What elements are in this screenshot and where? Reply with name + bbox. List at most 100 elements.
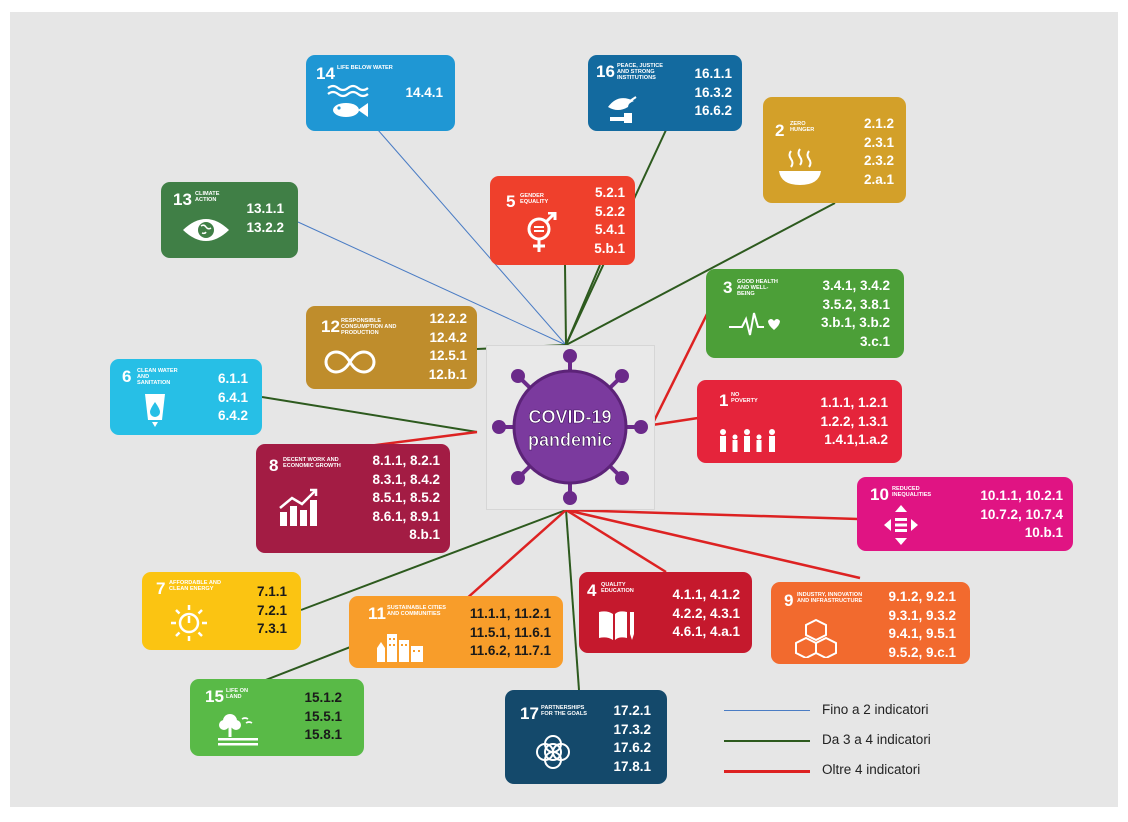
sdg-number: 10 — [870, 485, 889, 504]
indicator-code: 11.1.1, 11.2.1 — [469, 606, 551, 621]
connector-g10 — [565, 508, 859, 521]
sdg-number: 3 — [723, 278, 733, 297]
sdg-number: 11 — [368, 604, 386, 623]
sdg-card-13: 13 Climate action 13.1.1 13.2.2 — [161, 182, 298, 258]
indicator-code: 4.1.1, 4.1.2 — [672, 587, 740, 602]
sdg-card-9: 9 Industry, innovation and infrastructur… — [771, 582, 970, 664]
indicator-code: 12.5.1 — [429, 348, 467, 363]
dove-icon — [608, 96, 637, 123]
indicator-code: 2.1.2 — [863, 116, 894, 131]
gender-icon — [527, 212, 557, 252]
sdg-codes: 16.1.1 16.3.2 16.6.2 — [694, 65, 732, 121]
connector-g6 — [261, 396, 478, 433]
sdg-codes: 14.4.1 — [405, 84, 443, 103]
legend-swatch-blue — [724, 710, 810, 711]
connector-g7 — [300, 509, 567, 611]
indicator-code: 12.b.1 — [428, 366, 467, 382]
indicator-code: 13.1.1 — [246, 201, 284, 216]
eye-earth-icon — [183, 219, 229, 241]
indicator-code: 4.6.1, 4.a.1 — [672, 624, 740, 639]
equality-arrows-icon — [884, 505, 918, 545]
connector-g17 — [565, 509, 580, 691]
virus-icon: COVID-19 pandemic — [492, 349, 648, 505]
indicator-code: 9.4.1, 9.5.1 — [888, 626, 956, 641]
family-icon — [720, 429, 775, 452]
sun-power-icon — [171, 605, 207, 641]
indicator-code: 17.3.2 — [613, 721, 651, 737]
sdg-title: Partnerships for the goals — [541, 705, 587, 718]
sdg-number: 16 — [596, 62, 615, 81]
indicator-code: 17.6.2 — [613, 740, 651, 755]
indicator-code: 2.a.1 — [863, 171, 894, 187]
indicator-code: 9.1.2, 9.2.1 — [888, 589, 956, 604]
indicator-code: 1.1.1, 1.2.1 — [820, 395, 888, 410]
sdg-card-16: 16 Peace, justice and strong institution… — [588, 55, 742, 131]
indicator-code: 3.5.2, 3.8.1 — [822, 296, 890, 312]
indicator-code: 8.3.1, 8.4.2 — [372, 471, 440, 487]
sdg-title: Affordable and clean energy — [169, 580, 221, 593]
sdg-card-15: 15 Life on land 15.1.2 15.5.1 15.8.1 — [190, 679, 364, 756]
sdg-title: Clean water and sanitation — [137, 368, 178, 387]
book-icon — [599, 611, 634, 640]
cubes-icon — [795, 618, 837, 658]
sdg-card-12: 12 Responsible consumption and productio… — [306, 306, 477, 389]
sdg-codes: 13.1.1 13.2.2 — [246, 200, 284, 237]
sdg-title: Good health and well-being — [737, 279, 778, 298]
sdg-title: Sustainable cities and communities — [387, 605, 446, 618]
connector-g5b — [565, 264, 601, 346]
indicator-code: 6.1.1 — [217, 371, 248, 386]
indicator-code: 5.2.2 — [594, 203, 625, 219]
indicator-code: 7.3.1 — [256, 621, 287, 636]
indicator-code: 4.2.2, 4.3.1 — [672, 605, 740, 621]
connector-g13 — [297, 221, 567, 346]
sdg-title: Climate action — [195, 191, 220, 204]
sdg-codes: 5.2.1 5.2.2 5.4.1 5.b.1 — [594, 184, 625, 258]
legend-label: Fino a 2 indicatori — [822, 702, 929, 717]
city-icon — [377, 634, 423, 662]
indicator-code: 6.4.1 — [217, 389, 248, 405]
sdg-title: Responsible consumption and production — [341, 318, 397, 337]
indicator-code: 6.4.2 — [217, 408, 248, 423]
sdg-codes: 1.1.1, 1.2.1 1.2.2, 1.3.1 1.4.1,1.a.2 — [820, 394, 888, 450]
indicator-code: 3.4.1, 3.4.2 — [822, 278, 890, 293]
tree-icon — [218, 714, 258, 746]
sdg-codes: 15.1.2 15.5.1 15.8.1 — [304, 689, 342, 745]
sdg-number: 6 — [122, 367, 132, 386]
sdg-codes: 3.4.1, 3.4.2 3.5.2, 3.8.1 3.b.1, 3.b.2 3… — [821, 277, 890, 351]
sdg-codes: 10.1.1, 10.2.1 10.7.2, 10.7.4 10.b.1 — [980, 487, 1063, 543]
indicator-code: 1.4.1,1.a.2 — [824, 432, 888, 447]
infinity-icon — [324, 350, 376, 374]
indicator-code: 5.2.1 — [594, 185, 625, 200]
connector-g14 — [377, 129, 567, 346]
indicator-code: 16.1.1 — [694, 66, 732, 81]
connector-g5a — [564, 264, 567, 346]
sdg-codes: 2.1.2 2.3.1 2.3.2 2.a.1 — [864, 115, 894, 189]
center-label-line1: COVID-19 — [528, 407, 611, 427]
sdg-number: 2 — [775, 121, 785, 140]
sdg-number: 4 — [587, 581, 597, 600]
connector-g3 — [650, 311, 710, 426]
connector-g9 — [565, 508, 861, 580]
sdg-title: Life on land — [226, 688, 249, 701]
indicator-code: 5.b.1 — [594, 240, 625, 256]
center-label-line2: pandemic — [528, 430, 612, 450]
sdg-title: Zero hunger — [790, 121, 815, 134]
indicator-code: 12.4.2 — [429, 329, 467, 345]
connector-g11 — [464, 509, 567, 601]
sdg-card-4: 4 Quality education 4.1.1, 4.1.2 4.2.2, … — [579, 572, 752, 653]
sdg-number: 1 — [719, 391, 729, 410]
indicator-code: 15.5.1 — [304, 708, 342, 724]
indicator-code: 16.6.2 — [694, 103, 732, 118]
indicator-code: 5.4.1 — [594, 222, 625, 237]
connector-g4 — [565, 508, 667, 574]
sdg-number: 5 — [506, 192, 516, 211]
sdg-title: Peace, justice and strong institutions — [617, 63, 664, 82]
sdg-card-5: 5 Gender equality 5.2.1 5.2.2 5.4.1 5.b.… — [490, 176, 635, 265]
indicator-code: 12.2.2 — [429, 311, 467, 326]
legend-label: Oltre 4 indicatori — [822, 762, 921, 777]
indicator-code: 16.3.2 — [694, 84, 732, 100]
indicator-code: 11.5.1, 11.6.1 — [469, 624, 551, 640]
sdg-codes: 6.1.1 6.4.1 6.4.2 — [218, 370, 248, 426]
fish-icon — [327, 84, 369, 117]
indicator-code: 7.1.1 — [256, 584, 287, 599]
